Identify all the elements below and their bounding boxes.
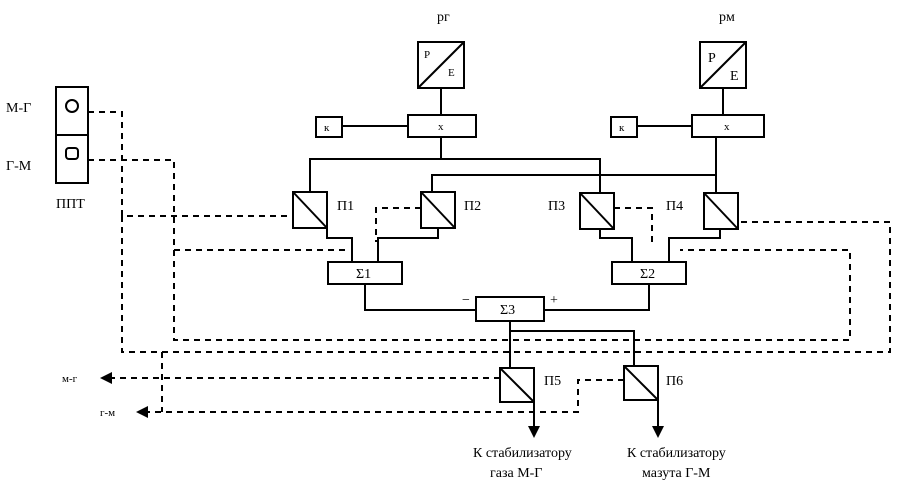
plus-sign: + [550,293,558,308]
k-block-right: к [610,116,638,138]
gm-output-label: г-м [100,407,115,419]
minus-sign: − [462,293,470,308]
p4-label: П4 [666,199,683,214]
converter-left-e: E [448,67,455,79]
x-right-text: x [724,121,730,133]
mg-switch-circle [65,99,79,113]
output1-line1: К стабилизатору [473,446,572,461]
relay-p3 [579,192,615,230]
output2-line2: мазута Г-М [642,466,711,481]
p6-label: П6 [666,374,683,389]
mg-switch-label: М-Г [6,101,31,116]
p5-label: П5 [544,374,561,389]
p1-label: П1 [337,199,354,214]
output1-line2: газа М-Г [490,466,542,481]
sum1-text: Σ1 [356,267,371,282]
ppt-label: ППТ [56,197,85,212]
k-left-text: к [324,122,330,134]
k-block-left: к [315,116,343,138]
mg-output-label: м-г [62,373,78,385]
gm-switch-label: Г-М [6,159,32,174]
relay-p5 [499,367,535,403]
x-block-right: x [691,114,765,138]
sum2-text: Σ2 [640,267,655,282]
gm-switch-square [65,147,79,160]
relay-p6 [623,365,659,401]
pe-converter-right: P E [699,41,747,89]
output2-line1: К стабилизатору [627,446,726,461]
sum-block-2: Σ2 [611,261,687,285]
ppt-switch-panel [55,86,89,184]
converter-right-p: P [708,51,716,66]
x-left-text: x [438,121,444,133]
sum-block-3: Σ3 [475,296,545,322]
pg-label: pг [437,10,450,25]
sum3-text: Σ3 [500,303,515,318]
pe-converter-left: P E [417,41,465,89]
converter-left-p: P [424,49,430,61]
relay-p4 [703,192,739,230]
pm-label: pм [719,10,735,25]
p3-label: П3 [548,199,565,214]
relay-p1 [292,191,328,229]
converter-right-e: E [730,69,739,84]
k-right-text: к [619,122,625,134]
relay-p2 [420,191,456,229]
x-block-left: x [407,114,477,138]
p2-label: П2 [464,199,481,214]
sum-block-1: Σ1 [327,261,403,285]
